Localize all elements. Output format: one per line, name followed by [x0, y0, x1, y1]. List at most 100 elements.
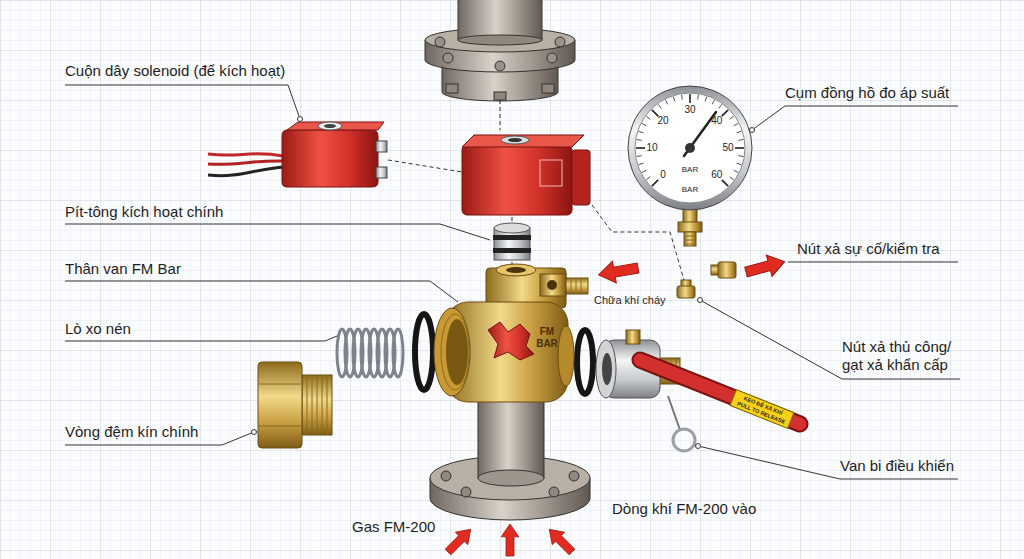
- gland-nut: [307, 375, 327, 435]
- gauge-tick: [719, 104, 722, 108]
- pressure-gauge: [628, 86, 752, 210]
- top-flange: [495, 61, 505, 71]
- valve-body: [446, 302, 568, 402]
- flow-arrow: [442, 251, 788, 558]
- gauge-number: 30: [684, 104, 695, 116]
- unit-label: BAR: [682, 185, 698, 195]
- main-solenoid: [572, 150, 590, 205]
- gauge-number: 60: [711, 169, 722, 181]
- inlet-flange: [478, 396, 544, 478]
- top-flange: [458, 35, 542, 45]
- leader-line: [752, 106, 958, 130]
- solenoid-coil: [208, 167, 283, 176]
- gauge-tick: [642, 123, 646, 125]
- main-solenoid: [462, 145, 572, 215]
- piston: [493, 223, 531, 260]
- gauge-tick: [637, 155, 642, 157]
- flow-arrow: [597, 257, 640, 286]
- piston: [494, 223, 530, 233]
- valve-body: [434, 264, 588, 402]
- part-label: Pít-tông kích hoạt chính: [65, 203, 223, 221]
- valve-body: [434, 308, 470, 396]
- gauge-tick: [730, 177, 734, 180]
- gauge-tick: [636, 94, 744, 186]
- part-label: Thân van FM Bar: [65, 260, 181, 278]
- part-label: Lò xo nén: [65, 320, 131, 338]
- pressure-gauge: [685, 143, 695, 153]
- valve-marking: FM BAR: [533, 326, 561, 350]
- gauge-tick: [652, 110, 658, 116]
- o-ring: [415, 314, 433, 390]
- gauge-tick: [697, 95, 699, 100]
- spring: [393, 329, 403, 377]
- piston: [493, 235, 531, 240]
- inlet-flange: [478, 470, 544, 486]
- gauge-number: 10: [646, 142, 657, 154]
- assembly-line: [500, 100, 501, 130]
- leader-line: [698, 446, 958, 479]
- piston: [493, 248, 531, 253]
- flow-label: Chữa khí cháy: [594, 293, 666, 307]
- gland-nut: [258, 362, 302, 448]
- test-plug: [677, 286, 695, 298]
- part-label: Nút xả sự cố/kiểm tra: [797, 240, 940, 258]
- leader-line: [788, 262, 958, 263]
- part-label: Cụm đồng hồ đo áp suất: [785, 84, 949, 102]
- ball-valve: [673, 429, 695, 451]
- gauge-number: 20: [658, 115, 669, 127]
- flow-label: Gas FM-200: [352, 518, 435, 536]
- gauge-tick: [642, 170, 646, 172]
- valve-body: [571, 278, 581, 294]
- leader-dot: [252, 430, 257, 435]
- valve-body: [488, 322, 534, 360]
- solenoid-coil: [208, 161, 283, 165]
- gauge-tick: [738, 155, 743, 157]
- ball-valve: [626, 330, 640, 344]
- flow-label: Dòng khí FM-200 vào: [612, 500, 756, 518]
- inlet-flange: [549, 487, 559, 497]
- valve-body: [540, 274, 566, 296]
- top-flange: [435, 37, 445, 47]
- inlet-flange: [430, 396, 590, 520]
- leader-dot: [696, 444, 701, 449]
- solenoid-coil: [376, 167, 387, 178]
- assembly-line: [388, 160, 462, 172]
- top-flange: [542, 84, 554, 93]
- inlet-flange: [441, 471, 451, 481]
- gauge-tick: [639, 163, 644, 165]
- pressure-gauge: [678, 222, 702, 232]
- gauge-tick: [737, 163, 742, 165]
- top-flange: [555, 37, 565, 47]
- inlet-flange: [569, 471, 579, 481]
- gauge-tick: [665, 100, 667, 104]
- solenoid-coil: [287, 122, 384, 130]
- gauge-number: 40: [711, 115, 722, 127]
- main-solenoid: [508, 138, 522, 142]
- gland-nut: [302, 375, 332, 435]
- pressure-gauge: [684, 236, 696, 244]
- gauge-tick: [636, 147, 645, 149]
- ball-valve: [668, 396, 680, 430]
- flow-arrow: [501, 524, 519, 556]
- leader-dot: [252, 117, 755, 449]
- gauge-tick: [730, 116, 734, 119]
- gauge-tick: [658, 104, 661, 108]
- main-solenoid: [501, 136, 529, 144]
- ball-valve: [596, 330, 800, 451]
- ball-valve: [596, 340, 616, 398]
- ball-valve: [730, 390, 794, 429]
- flow-arrow: [442, 523, 477, 558]
- test-plug: [677, 262, 736, 298]
- gauge-number: 50: [722, 142, 733, 154]
- valve-body: [558, 326, 574, 386]
- gauge-tick: [737, 131, 742, 133]
- gauge-tick: [637, 139, 642, 141]
- leader-line: [65, 224, 490, 240]
- pressure-gauge: [684, 232, 696, 246]
- leader-line: [65, 85, 300, 119]
- gland-nut: [258, 384, 302, 426]
- leader-dot: [750, 128, 755, 133]
